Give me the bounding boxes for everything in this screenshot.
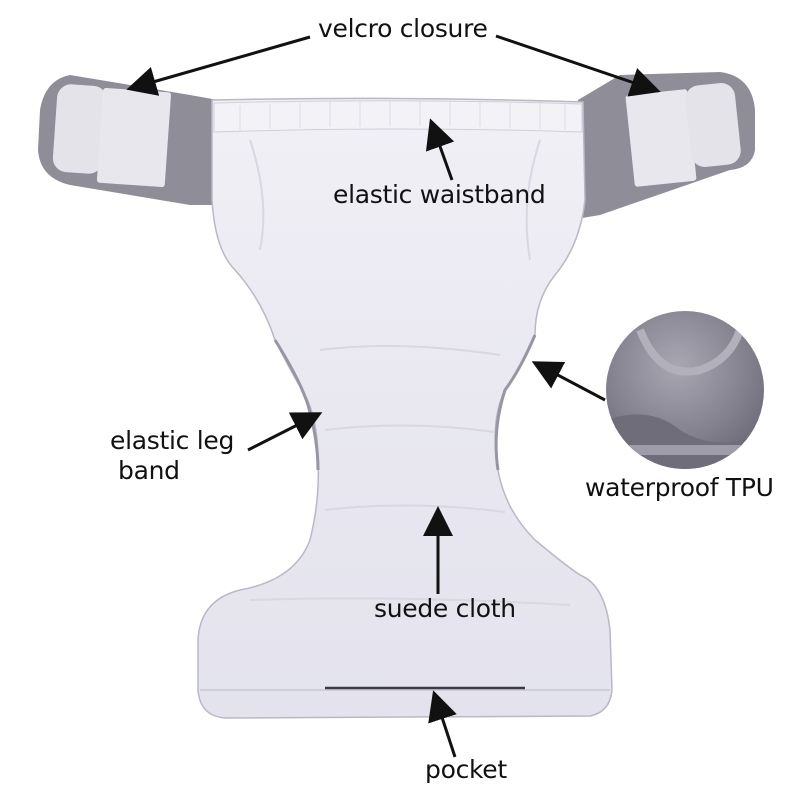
velcro-right-arrow	[495, 34, 661, 97]
elastic-waistband-label: elastic waistband	[333, 180, 546, 209]
elastic-leg-band-label-line1: elastic leg	[110, 426, 235, 455]
pocket-label: pocket	[425, 755, 507, 784]
elastic-leg-band-label: elastic leg band	[110, 426, 250, 486]
left-velcro-wing	[38, 75, 218, 205]
leg-band-arrow	[247, 412, 323, 452]
elastic-leg-band-label-line2: band	[118, 456, 180, 485]
pocket-arrow	[428, 690, 457, 758]
velcro-closure-label: velcro closure	[318, 14, 488, 43]
tpu-arrow	[531, 361, 606, 402]
waterproof-tpu-label: waterproof TPU	[585, 473, 774, 502]
waistband-arrow	[425, 118, 455, 181]
right-velcro-wing	[578, 72, 755, 218]
tpu-swatch	[606, 311, 764, 469]
velcro-left-arrow	[126, 35, 311, 96]
suede-cloth-label: suede cloth	[374, 594, 516, 623]
